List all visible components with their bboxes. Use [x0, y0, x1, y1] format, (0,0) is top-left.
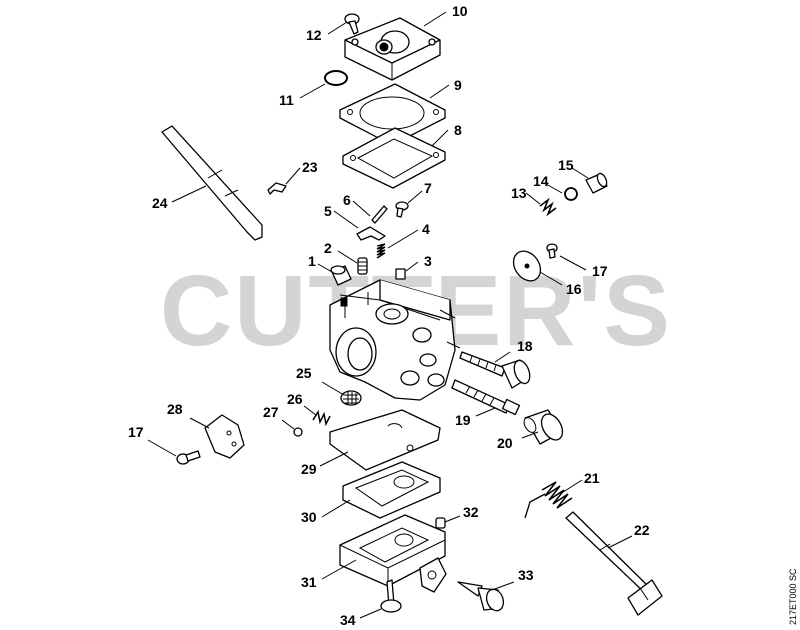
callout-19: 19 — [455, 412, 471, 428]
part-18-adjusting-screw — [459, 351, 531, 389]
callout-12: 12 — [306, 27, 322, 43]
callout-5: 5 — [324, 203, 332, 219]
part-31-end-cover — [339, 514, 447, 593]
callout-32: 32 — [463, 504, 479, 520]
leader-lines — [147, 11, 633, 619]
part-2-inlet-needle — [357, 257, 368, 275]
callout-labels: 12 10 11 9 8 23 24 6 7 5 4 2 3 1 13 14 1… — [128, 3, 650, 628]
callout-23: 23 — [302, 159, 318, 175]
part-12-screw — [344, 13, 360, 35]
part-25-strainer — [340, 390, 362, 406]
callout-29: 29 — [301, 461, 317, 477]
part-9-pump-diaphragm — [339, 83, 446, 146]
callout-1: 1 — [308, 253, 316, 269]
part-29-gasket — [329, 409, 441, 471]
callout-34: 34 — [340, 612, 356, 628]
part-15-plug — [585, 172, 608, 194]
part-24-throttle-shaft — [161, 125, 263, 241]
callout-7: 7 — [424, 180, 432, 196]
drawing-code: 217ET000 SC — [788, 568, 798, 625]
callout-30: 30 — [301, 509, 317, 525]
part-34-screw — [380, 579, 402, 613]
part-21-return-spring — [524, 481, 573, 519]
part-26-spring — [312, 410, 331, 427]
part-22-choke-shaft — [565, 511, 663, 616]
carburetor-body — [329, 279, 461, 401]
callout-6: 6 — [343, 192, 351, 208]
part-23-clip — [267, 182, 287, 195]
callout-4: 4 — [422, 221, 430, 237]
part-1-sleeve — [330, 265, 352, 286]
callout-8: 8 — [454, 122, 462, 138]
part-20-limiter-cap — [523, 409, 564, 445]
callout-14: 14 — [533, 173, 549, 189]
callout-26: 26 — [287, 391, 303, 407]
callout-9: 9 — [454, 77, 462, 93]
callout-21: 21 — [584, 470, 600, 486]
callout-17-left: 17 — [128, 424, 144, 440]
callout-15: 15 — [558, 157, 574, 173]
part-19-adjusting-screw — [451, 379, 521, 416]
part-17-screw-right — [546, 243, 558, 259]
part-3-plug — [395, 268, 406, 280]
part-27-ball — [293, 427, 303, 437]
callout-22: 22 — [634, 522, 650, 538]
callout-13: 13 — [511, 185, 527, 201]
callout-24: 24 — [152, 195, 168, 211]
callout-25: 25 — [296, 365, 312, 381]
part-16-disc — [512, 250, 542, 282]
callout-28: 28 — [167, 401, 183, 417]
callout-3: 3 — [424, 253, 432, 269]
part-32-bushing — [435, 517, 446, 529]
part-17-screw-left — [176, 450, 201, 465]
callout-11: 11 — [279, 92, 294, 108]
callout-16: 16 — [566, 281, 582, 297]
callout-10: 10 — [452, 3, 468, 19]
part-13-spring — [539, 197, 557, 217]
callout-17-right: 17 — [592, 263, 608, 279]
part-30-metering-diaphragm — [342, 461, 441, 519]
part-10-pump-cover — [344, 17, 441, 81]
part-4-spring — [376, 243, 386, 259]
part-11-o-ring — [324, 70, 348, 86]
part-33-adjusting-screw — [457, 581, 505, 612]
callout-18: 18 — [517, 338, 533, 354]
callout-33: 33 — [518, 567, 534, 583]
callout-2: 2 — [324, 240, 332, 256]
part-28-cover-plate — [204, 414, 245, 459]
callout-20: 20 — [497, 435, 513, 451]
part-5-control-lever — [356, 226, 386, 241]
part-8-gasket — [342, 127, 446, 189]
part-6-pin — [371, 205, 388, 224]
part-14-o-ring — [564, 187, 578, 201]
callout-27: 27 — [263, 404, 279, 420]
callout-31: 31 — [301, 574, 317, 590]
part-7-screw — [395, 201, 409, 218]
